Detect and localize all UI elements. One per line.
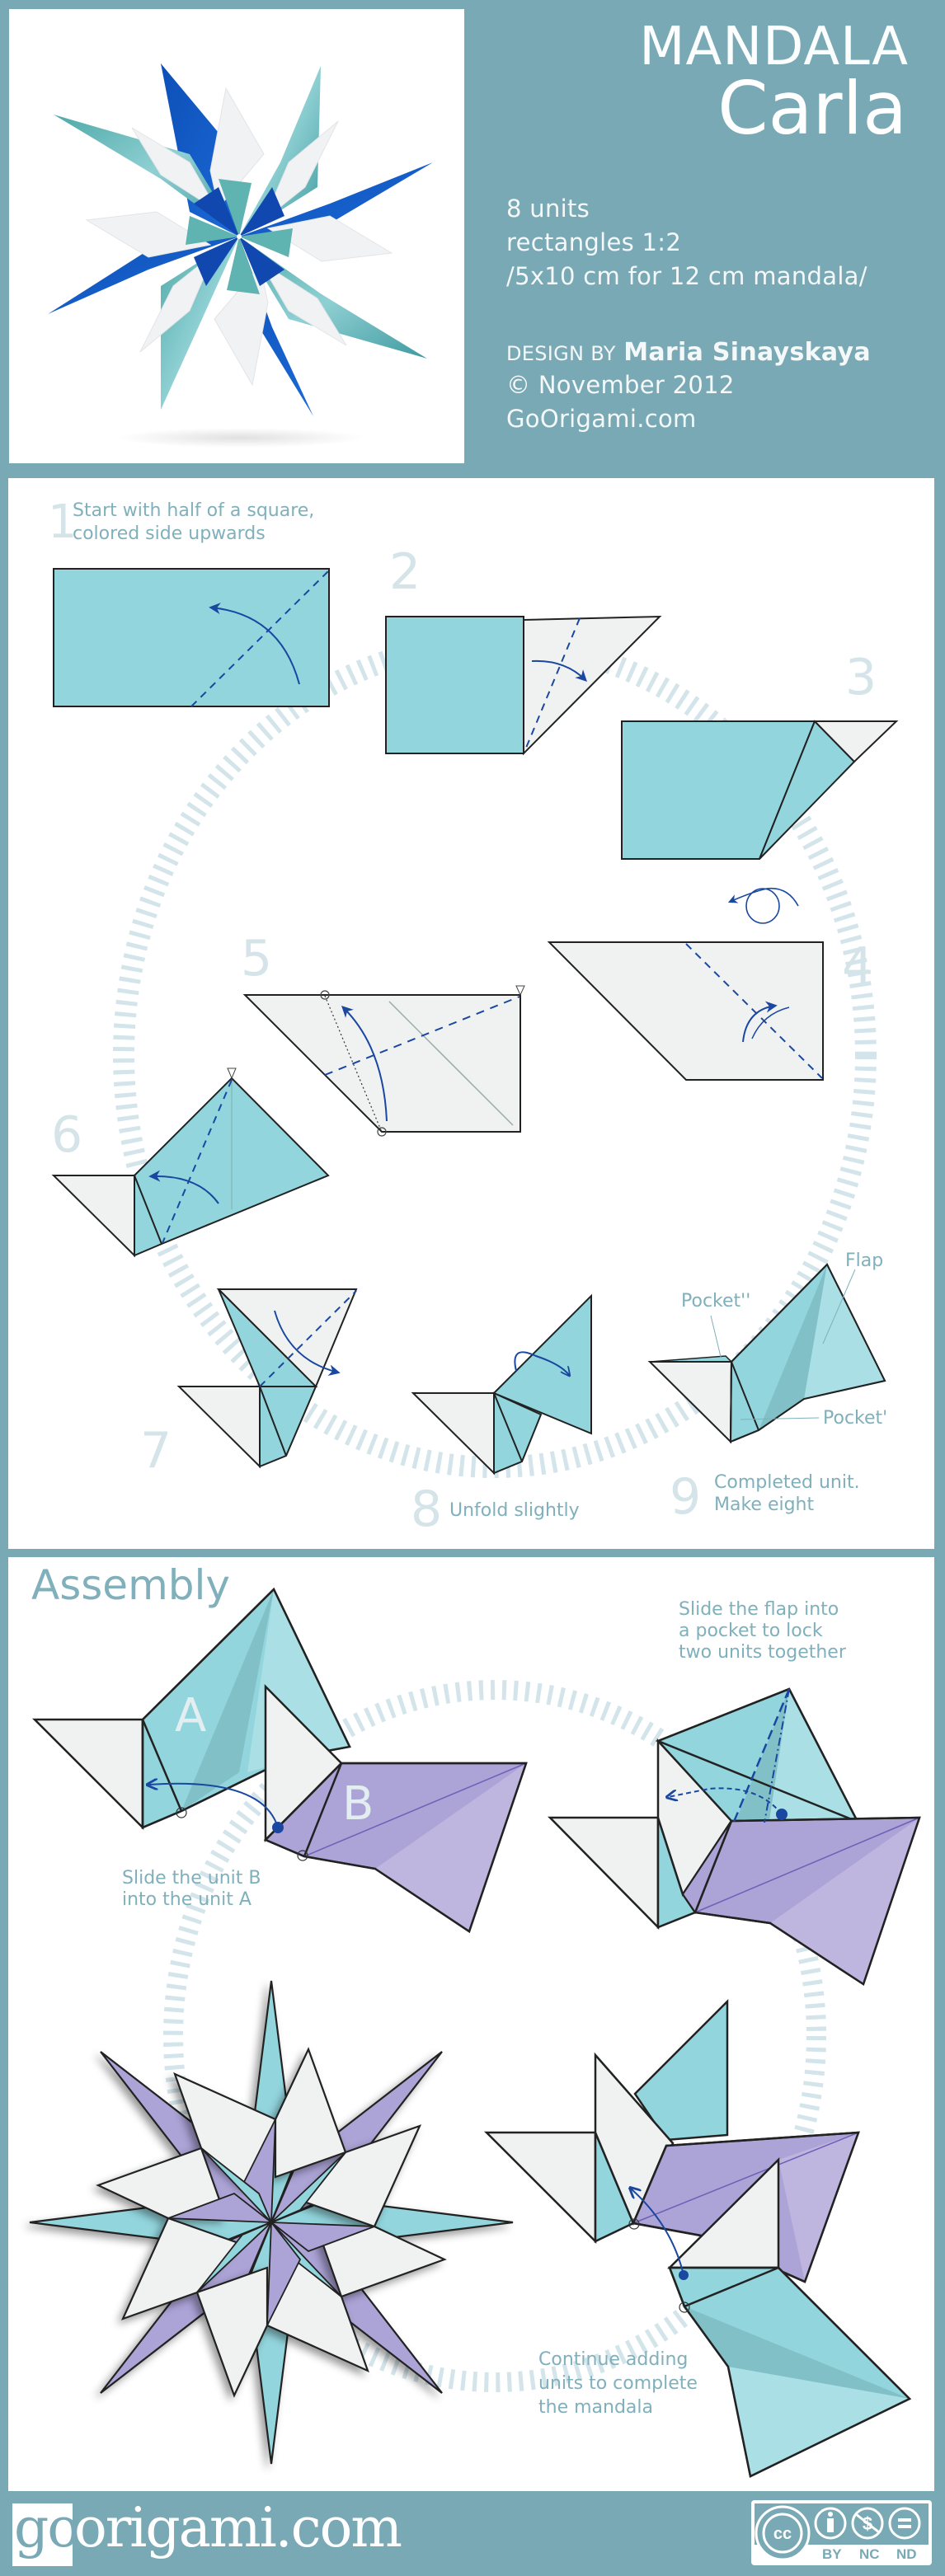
- website-text: GoOrigami.com: [506, 405, 697, 433]
- mandala-photo: [9, 9, 464, 463]
- title-model-name: Carla: [717, 66, 907, 151]
- assembly-lock-diagram: [548, 1687, 921, 1986]
- step-2-number: 2: [389, 543, 421, 601]
- step-8-diagram: [411, 1293, 592, 1476]
- title-series: MANDALA: [639, 16, 909, 77]
- logo-go-box: [12, 2503, 73, 2566]
- svg-text:cc: cc: [773, 2525, 792, 2543]
- copyright-date: © November 2012: [506, 371, 735, 399]
- spec-paper-ratio: rectangles 1:2: [506, 228, 682, 256]
- label-pocket-double: Pocket'': [681, 1291, 751, 1311]
- assembly-units-a-b: [31, 1587, 528, 1933]
- unit-a-label: A: [175, 1689, 206, 1743]
- license-nd: ND: [896, 2546, 917, 2562]
- license-by: BY: [822, 2546, 842, 2562]
- step-2-diagram: [385, 615, 662, 756]
- note-lock-line-3: two units together: [679, 1642, 846, 1663]
- decorative-ring-assembly: [163, 1680, 826, 2392]
- step-5-number: 5: [241, 930, 273, 988]
- step-1-text-line-2: colored side upwards: [73, 523, 266, 544]
- spec-paper-size: /5x10 cm for 12 cm mandala/: [506, 262, 867, 290]
- step-4-diagram: [547, 887, 824, 1081]
- step-6-number: 6: [51, 1106, 83, 1164]
- step-3-diagram: [621, 720, 899, 860]
- step-9-text-line-1: Completed unit.: [714, 1472, 860, 1493]
- design-credit: DESIGN BY Maria Sinayskaya: [506, 338, 871, 367]
- note-continue-line-2: units to complete: [538, 2373, 698, 2394]
- assembly-title: Assembly: [31, 1561, 230, 1609]
- assembly-continue-diagram: [483, 1998, 912, 2478]
- cc-icon: cc: [755, 2505, 811, 2561]
- no-derivatives-icon: [888, 2507, 921, 2540]
- label-pocket-single: Pocket': [823, 1408, 888, 1429]
- step-1-diagram: [53, 568, 330, 707]
- step-9-text-line-2: Make eight: [714, 1494, 815, 1515]
- note-lock-line-2: a pocket to lock: [679, 1621, 823, 1641]
- step-7-number: 7: [140, 1422, 172, 1480]
- step-1-number: 1: [48, 495, 78, 549]
- note-continue-line-3: the mandala: [538, 2397, 653, 2418]
- note-lock-line-1: Slide the flap into: [679, 1599, 839, 1620]
- unit-b-label: B: [342, 1777, 374, 1831]
- logo-go-text[interactable]: go: [14, 2496, 80, 2560]
- mandala-photo-illustration: [48, 63, 433, 448]
- designer-name: Maria Sinayskaya: [623, 338, 871, 367]
- note-slide-unit-line-2: into the unit A: [122, 1889, 252, 1910]
- design-by-label: DESIGN BY: [506, 342, 616, 365]
- step-8-text: Unfold slightly: [449, 1500, 580, 1521]
- step-8-number: 8: [411, 1480, 443, 1538]
- step-7-diagram: [176, 1288, 358, 1469]
- step-9-diagram: [647, 1263, 886, 1444]
- note-continue-line-1: Continue adding: [538, 2349, 689, 2370]
- step-3-number: 3: [845, 649, 877, 706]
- spec-units: 8 units: [506, 195, 590, 223]
- completed-mandala-diagram: [29, 1980, 514, 2465]
- turn-over-icon: [727, 887, 799, 924]
- cc-badge-icons: cc $: [755, 2505, 921, 2561]
- step-6-diagram: [51, 1067, 330, 1258]
- note-slide-unit-line-1: Slide the unit B: [122, 1868, 261, 1889]
- license-nc: NC: [859, 2546, 880, 2562]
- step-9-number: 9: [670, 1468, 702, 1526]
- attribution-person-icon: [814, 2507, 847, 2540]
- label-flap: Flap: [845, 1250, 884, 1271]
- non-commercial-icon: $: [851, 2507, 884, 2540]
- step-5-diagram: [242, 985, 525, 1137]
- logo-site-text[interactable]: origami.com: [74, 2496, 402, 2560]
- step-1-text-line-1: Start with half of a square,: [73, 500, 315, 521]
- cc-license-badge[interactable]: cc $ BY NC ND: [751, 2500, 932, 2565]
- step-4-number: 4: [842, 937, 874, 995]
